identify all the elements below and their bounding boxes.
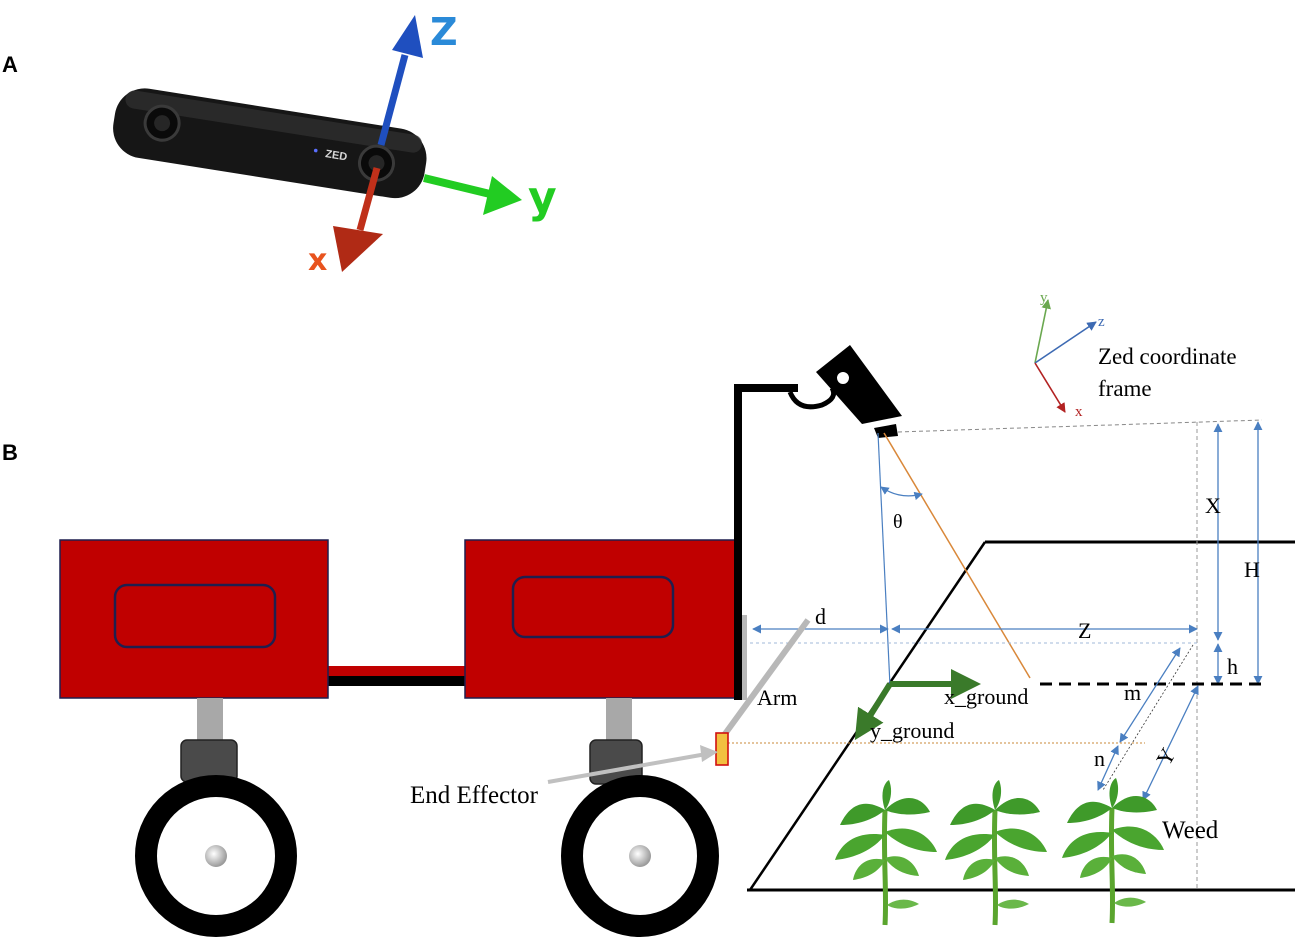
z-dimension-label: Z <box>1078 618 1091 643</box>
theta-arc <box>880 486 923 501</box>
n-dimension <box>1097 745 1119 791</box>
weed-plant <box>835 778 1164 926</box>
camera-brand: ZED <box>324 148 348 163</box>
x-dimension-label: X <box>1205 493 1221 518</box>
camera-mount <box>734 345 902 700</box>
arm <box>719 618 811 740</box>
camera-x-axis <box>356 167 381 231</box>
camera-optical-axis <box>883 432 1031 679</box>
mounted-camera-lens <box>835 370 851 386</box>
mounted-camera-sensor <box>874 424 898 438</box>
m-dimension-label: m <box>1124 680 1141 705</box>
camera-led <box>313 148 318 153</box>
zed-frame-x-label: x <box>1075 404 1083 420</box>
x-ground-label: x_ground <box>944 684 1028 709</box>
weed-label: Weed <box>1162 817 1219 844</box>
camera-z-arrowhead <box>392 15 423 58</box>
camera-z-label: Z <box>430 10 458 54</box>
weed-projection-line <box>1102 644 1194 791</box>
robot-rear-window <box>113 583 277 649</box>
zed-frame-x-axis <box>1034 362 1066 413</box>
zed-frame-title-line2: frame <box>1098 376 1152 401</box>
zed-camera-illustration: ZED Z y x <box>113 10 557 278</box>
zed-frame-z-axis <box>1034 321 1097 364</box>
robot-front-leg <box>606 698 632 743</box>
robot <box>59 539 747 937</box>
end-effector-pointer-head <box>700 745 718 762</box>
weed-plant-3 <box>1062 778 1164 924</box>
zed-frame-title-line1: Zed coordinate <box>1098 344 1237 369</box>
zed-coordinate-frame: y z x Zed coordinate frame <box>1034 290 1237 420</box>
camera-y-label: y <box>528 172 557 223</box>
robot-connector-bottom <box>327 676 467 686</box>
y-ground-label: y_ground <box>870 718 954 743</box>
weed-offset-dimensions: m n Y <box>1094 644 1199 801</box>
camera-mount-bracket <box>787 386 837 410</box>
panel-label-a: A <box>2 52 18 77</box>
robot-front-body <box>464 539 736 699</box>
camera-highlight <box>125 90 422 153</box>
zed-frame-z-label: z <box>1098 314 1105 330</box>
robot-connector-top <box>327 666 467 676</box>
camera-right-lens-inner <box>368 155 385 172</box>
h-small-dimension-label: h <box>1227 654 1238 679</box>
camera-mount-pole <box>734 384 798 700</box>
end-effector <box>715 732 729 766</box>
arm-label: Arm <box>757 685 797 710</box>
theta-label: θ <box>893 511 903 533</box>
y-offset-dimension <box>1142 685 1199 801</box>
camera-left-lens-inner <box>154 115 171 132</box>
zed-frame-y-label: y <box>1040 290 1048 306</box>
panel-label-b: B <box>2 440 18 465</box>
d-dimension-label: d <box>815 604 826 629</box>
n-dimension-label: n <box>1094 746 1105 771</box>
y-ground-arrow <box>854 682 893 741</box>
zed-frame-y-axis <box>1034 299 1051 364</box>
robot-rear-body <box>59 539 329 699</box>
robot-front-window <box>511 575 675 639</box>
end-effector-pointer <box>547 751 713 784</box>
robot-rear-wheel-hub <box>205 845 227 867</box>
weed-plant-1 <box>835 780 937 926</box>
y-offset-dimension-label: Y <box>1151 744 1181 770</box>
arm-assembly: Arm End Effector <box>410 618 811 809</box>
ground-frame: x_ground y_ground <box>854 669 1028 743</box>
camera-geometry: θ X H h d Z <box>728 419 1263 890</box>
camera-vertical-line <box>877 432 891 687</box>
mounted-camera-body <box>816 345 902 424</box>
weed-plant-2 <box>945 780 1047 926</box>
robot-rear-leg <box>197 698 223 743</box>
camera-y-arrowhead <box>483 176 522 215</box>
end-effector-label: End Effector <box>410 782 539 809</box>
robot-front-wheel-hub <box>629 845 651 867</box>
camera-x-label: x <box>308 243 327 278</box>
h-total-dimension-label: H <box>1244 557 1260 582</box>
camera-height-reference <box>897 419 1263 433</box>
camera-x-arrowhead <box>333 226 383 272</box>
camera-z-axis <box>377 54 409 146</box>
camera-y-axis <box>423 174 491 198</box>
